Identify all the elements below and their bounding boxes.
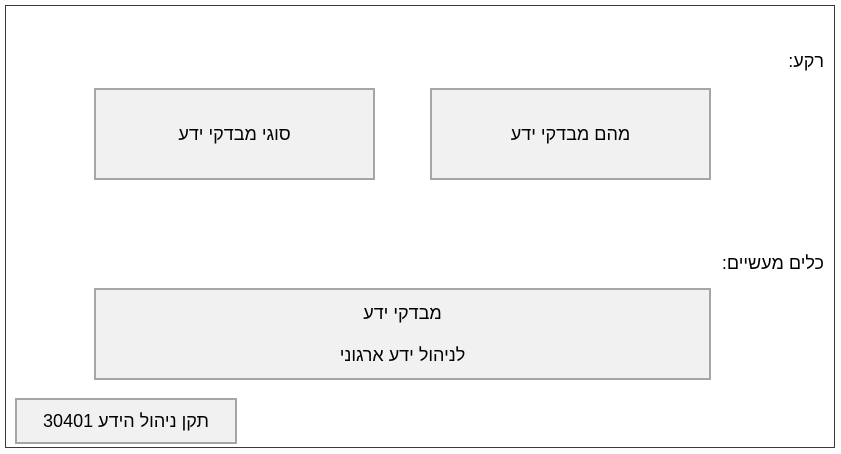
practical-tools-section-label: כלים מעשיים: (721, 253, 824, 273)
background-section-label: רקע: (788, 51, 824, 71)
types-of-knowledge-audits-box[interactable]: סוגי מבדקי ידע (94, 88, 375, 180)
knowledge-audits-for-km-line1: מבדקי ידע (363, 303, 442, 323)
km-standard-30401-text: תקן ניהול הידע 30401 (43, 411, 209, 431)
what-are-knowledge-audits-box[interactable]: מהם מבדקי ידע (430, 88, 711, 180)
knowledge-audits-for-km-line2: לניהול ידע ארגוני (339, 345, 466, 365)
types-of-knowledge-audits-text: סוגי מבדקי ידע (178, 124, 291, 144)
what-are-knowledge-audits-text: מהם מבדקי ידע (510, 124, 631, 144)
knowledge-audits-for-km-box[interactable]: מבדקי ידע לניהול ידע ארגוני (94, 288, 711, 380)
km-standard-30401-box[interactable]: תקן ניהול הידע 30401 (15, 398, 237, 444)
diagram-frame (5, 5, 835, 448)
